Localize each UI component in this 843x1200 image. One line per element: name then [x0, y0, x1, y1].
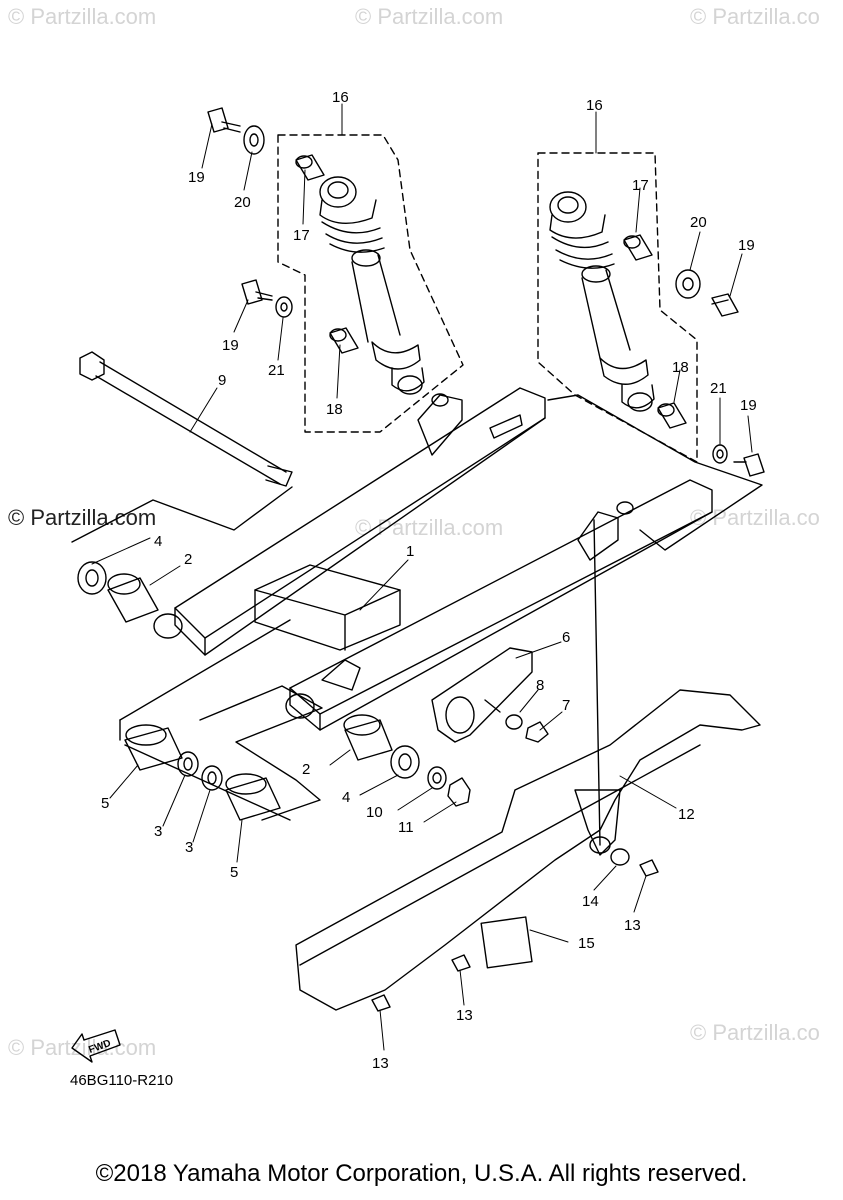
bushing-18-right	[657, 402, 687, 429]
callout-2: 2	[184, 551, 192, 568]
callout-4: 4	[154, 533, 162, 550]
callout-12: 12	[678, 806, 695, 823]
callout-7: 7	[562, 697, 570, 714]
callout-21: 21	[710, 380, 727, 397]
pivot-shaft	[79, 351, 293, 487]
bolt-19-bottom-right	[733, 453, 765, 477]
washer-20-left	[243, 125, 265, 155]
callout-18: 18	[672, 359, 689, 376]
callout-16: 16	[332, 89, 349, 106]
nut-11	[447, 777, 471, 807]
bolt-7	[525, 721, 549, 743]
washer-14	[610, 848, 630, 866]
oil-seal-4-left	[77, 561, 107, 595]
callout-5: 5	[101, 795, 109, 812]
callout-21: 21	[268, 362, 285, 379]
callout-9: 9	[218, 372, 226, 389]
oil-seal-4-right	[390, 745, 420, 779]
bushing-18-left	[329, 327, 359, 354]
right-shock-absorber	[549, 191, 655, 412]
callout-19: 19	[188, 169, 205, 186]
watermark: © Partzilla.com	[8, 505, 157, 530]
axle-callout-outline	[119, 619, 323, 821]
callout-numbers: 1 2 2 3 3 4 4 5 5 6 7 8 9 10 11 12 13 13…	[87, 89, 756, 1072]
callout-14: 14	[582, 893, 599, 910]
watermark: © Partzilla.com	[355, 515, 504, 540]
collar-5-upper	[124, 724, 183, 771]
washer-3-a	[177, 751, 199, 777]
chain-guide	[431, 647, 533, 743]
watermark: © Partzilla.co	[690, 4, 820, 29]
callout-3: 3	[154, 823, 162, 840]
bearing-callout-outline	[119, 719, 291, 821]
right-shock-group-box	[537, 152, 698, 463]
callout-10: 10	[366, 804, 383, 821]
right-callout-outline	[547, 394, 763, 551]
callout-13: 13	[456, 1007, 473, 1024]
bolt-19-top-left	[207, 107, 241, 133]
callout-2: 2	[302, 761, 310, 778]
washer-20-right	[675, 269, 701, 299]
bushing-2-left	[107, 573, 159, 623]
callout-6: 6	[562, 629, 570, 646]
callout-17: 17	[632, 177, 649, 194]
callout-13: 13	[372, 1055, 389, 1072]
bolt-13-b	[451, 954, 471, 972]
callout-3: 3	[185, 839, 193, 856]
callout-5: 5	[230, 864, 238, 881]
pivot-callout-outline	[71, 486, 293, 543]
callout-17: 17	[293, 227, 310, 244]
callout-18: 18	[326, 401, 343, 418]
washer-3-b	[201, 765, 223, 791]
callout-16: 16	[586, 97, 603, 114]
collar-5-lower	[225, 773, 281, 821]
leader-lines	[91, 103, 753, 1051]
fwd-arrow-icon	[71, 1029, 121, 1063]
fwd-label: FWD	[87, 1038, 112, 1056]
mount-link-line	[593, 519, 601, 846]
callout-15: 15	[578, 935, 595, 952]
callout-11: 11	[398, 819, 414, 836]
callout-8: 8	[536, 677, 544, 694]
bushing-17-right	[623, 234, 653, 261]
callout-19: 19	[222, 337, 239, 354]
watermark: © Partzilla.com	[8, 4, 157, 29]
bolt-13-a	[639, 859, 659, 877]
callout-1: 1	[406, 543, 414, 560]
left-shock-absorber	[319, 176, 425, 395]
diagram-code: 46BG110-R210	[70, 1072, 174, 1089]
bushing-2-right	[343, 714, 393, 761]
callout-20: 20	[690, 214, 707, 231]
bushing-17-left	[295, 154, 325, 181]
callout-19: 19	[738, 237, 755, 254]
chain-case	[295, 689, 761, 1011]
callout-13: 13	[624, 917, 641, 934]
callout-4: 4	[342, 789, 350, 806]
bolt-13-c	[371, 994, 391, 1012]
washer-21-left	[275, 296, 293, 318]
copyright-notice: ©2018 Yamaha Motor Corporation, U.S.A. A…	[95, 1160, 748, 1187]
swingarm	[153, 387, 713, 731]
washer-8	[505, 714, 523, 730]
bolt-19-mid-left	[241, 279, 273, 305]
watermark: © Partzilla.co	[690, 1020, 820, 1045]
washer-21-right	[712, 444, 728, 464]
washer-10	[427, 766, 447, 790]
watermark: © Partzilla.com	[355, 4, 504, 29]
bolt-19-top-right	[711, 293, 739, 317]
left-shock-group-box	[277, 134, 464, 433]
label-15	[480, 916, 533, 969]
callout-19: 19	[740, 397, 757, 414]
callout-20: 20	[234, 194, 251, 211]
